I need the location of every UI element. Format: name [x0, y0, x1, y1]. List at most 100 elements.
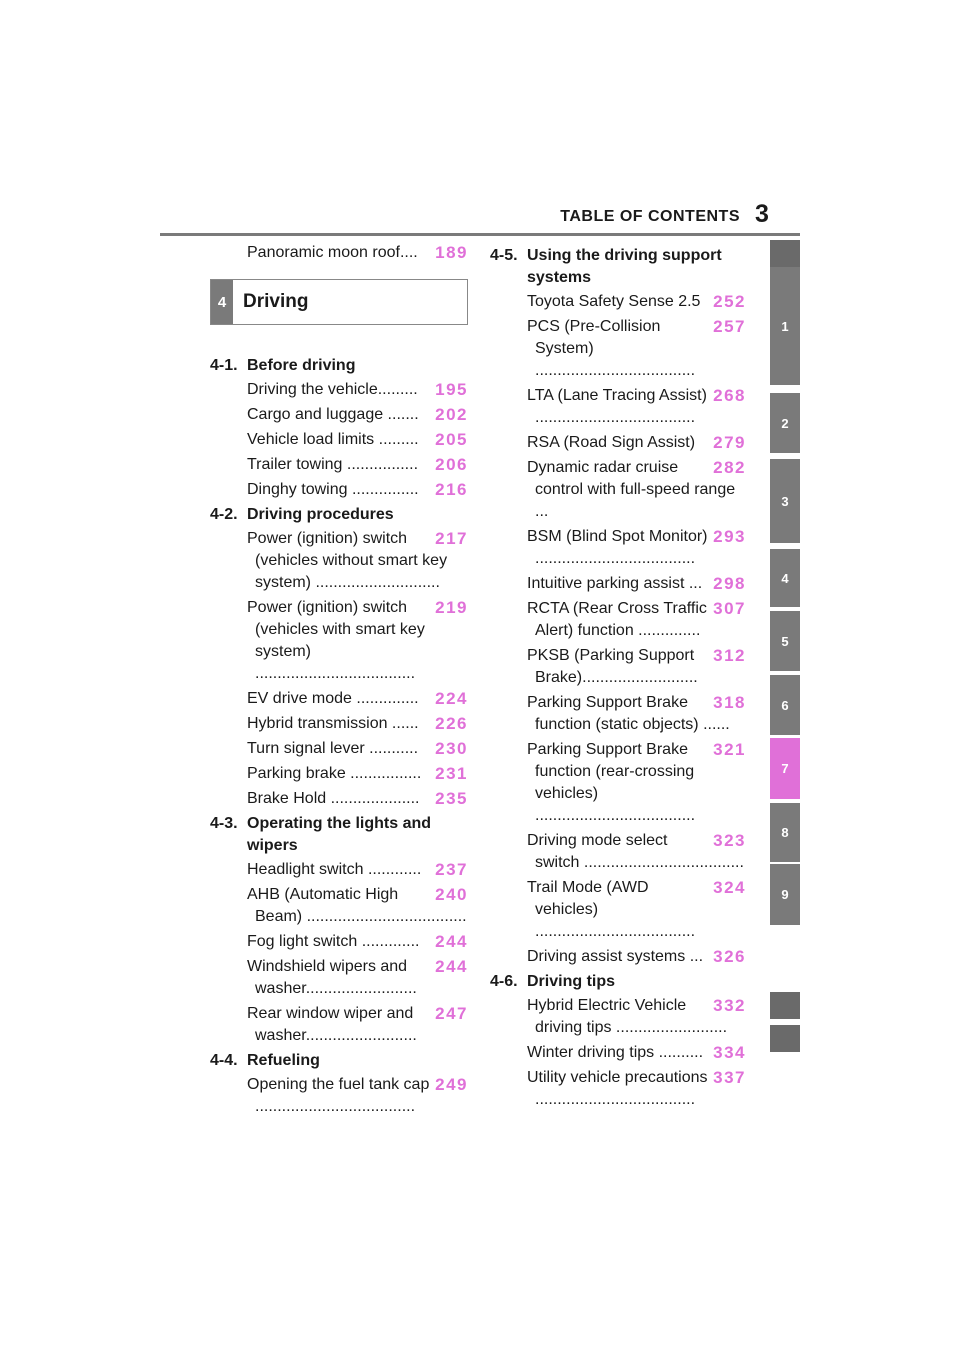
toc-entry[interactable]: 189 Panoramic moon roof.... — [247, 242, 468, 264]
side-tab-1[interactable]: 1 — [770, 267, 800, 385]
toc-page-link[interactable]: 307 — [713, 599, 746, 618]
toc-page-link[interactable]: 298 — [713, 574, 746, 593]
toc-page-link[interactable]: 324 — [713, 878, 746, 897]
toc-page-link[interactable]: 279 — [713, 433, 746, 452]
toc-page-link[interactable]: 202 — [435, 405, 468, 424]
toc-page-link[interactable]: 252 — [713, 292, 746, 311]
toc-entry-label: Headlight switch ............ — [247, 861, 422, 878]
toc-entry-label: Hybrid Electric Vehicle driving tips ...… — [527, 997, 728, 1036]
toc-page-link[interactable]: 268 — [713, 386, 746, 405]
toc-entry[interactable]: 312 PKSB (Parking Support Brake).........… — [527, 645, 746, 689]
toc-entry-label: LTA (Lane Tracing Assist) ..............… — [527, 387, 707, 426]
toc-entry[interactable]: 226 Hybrid transmission ...... — [247, 713, 468, 735]
toc-entry[interactable]: 224 EV drive mode .............. — [247, 688, 468, 710]
toc-entry[interactable]: 268 LTA (Lane Tracing Assist) ...........… — [527, 385, 746, 429]
side-tab-3[interactable]: 3 — [770, 459, 800, 543]
toc-entry[interactable]: 235 Brake Hold .................... — [247, 788, 468, 810]
toc-page-link[interactable]: 230 — [435, 739, 468, 758]
toc-page-link[interactable]: 224 — [435, 689, 468, 708]
chapter-number: 4 — [211, 280, 233, 324]
toc-page-link[interactable]: 334 — [713, 1043, 746, 1062]
toc-page-link[interactable]: 237 — [435, 860, 468, 879]
toc-entry-label: Hybrid transmission ...... — [247, 715, 419, 732]
toc-page-link[interactable]: 216 — [435, 480, 468, 499]
toc-page-link[interactable]: 326 — [713, 947, 746, 966]
side-tab-5[interactable]: 5 — [770, 611, 800, 671]
toc-page-link[interactable]: 257 — [713, 317, 746, 336]
header-page-number: 3 — [755, 200, 769, 228]
toc-page-link[interactable]: 205 — [435, 430, 468, 449]
toc-page-link[interactable]: 312 — [713, 646, 746, 665]
toc-entry-label: Driving assist systems ... — [527, 948, 704, 965]
toc-page-link[interactable]: 240 — [435, 885, 468, 904]
toc-entry-label: Brake Hold .................... — [247, 790, 420, 807]
toc-page-link[interactable]: 282 — [713, 458, 746, 477]
toc-page-link[interactable]: 249 — [435, 1075, 468, 1094]
toc-page-link[interactable]: 321 — [713, 740, 746, 759]
toc-page-link[interactable]: 247 — [435, 1004, 468, 1023]
side-tab-9[interactable]: 9 — [770, 864, 800, 925]
side-tab-blank[interactable] — [770, 992, 800, 1019]
toc-page-link[interactable]: 337 — [713, 1068, 746, 1087]
toc-entry-label: Dynamic radar cruise control with full-s… — [527, 459, 736, 520]
toc-page-link[interactable]: 332 — [713, 996, 746, 1015]
toc-page-link[interactable]: 235 — [435, 789, 468, 808]
toc-entry[interactable]: 237 Headlight switch ............ — [247, 859, 468, 881]
toc-page-link[interactable]: 219 — [435, 598, 468, 617]
toc-entry-label: AHB (Automatic High Beam) ..............… — [247, 886, 467, 925]
toc-entry-label: EV drive mode .............. — [247, 690, 419, 707]
toc-page-link[interactable]: 244 — [435, 957, 468, 976]
toc-entry[interactable]: 326 Driving assist systems ... — [527, 946, 746, 968]
side-tab-blank[interactable] — [770, 1025, 800, 1052]
header-title: TABLE OF CONTENTS — [560, 208, 740, 225]
toc-page-link[interactable]: 323 — [713, 831, 746, 850]
toc-entry-label: PKSB (Parking Support Brake)............… — [527, 647, 698, 686]
side-tab-4[interactable]: 4 — [770, 549, 800, 607]
toc-entry[interactable]: 252 Toyota Safety Sense 2.5 — [527, 291, 746, 313]
toc-page-link[interactable]: 244 — [435, 932, 468, 951]
side-tab-7[interactable]: 7 — [770, 738, 800, 799]
section-title: Before driving — [247, 357, 356, 374]
toc-entry-label: Toyota Safety Sense 2.5 — [527, 293, 701, 310]
toc-page-link[interactable]: 195 — [435, 380, 468, 399]
toc-page-link[interactable]: 231 — [435, 764, 468, 783]
header-rule — [160, 233, 800, 236]
side-tab-8[interactable]: 8 — [770, 803, 800, 862]
toc-page-link[interactable]: 293 — [713, 527, 746, 546]
toc-page-link[interactable]: 318 — [713, 693, 746, 712]
side-tab-6[interactable]: 6 — [770, 675, 800, 735]
side-tab-2[interactable]: 2 — [770, 393, 800, 453]
toc-page-link[interactable]: 217 — [435, 529, 468, 548]
toc-page-link[interactable]: 189 — [435, 243, 468, 262]
toc-page-link[interactable]: 226 — [435, 714, 468, 733]
toc-page-link[interactable]: 206 — [435, 455, 468, 474]
